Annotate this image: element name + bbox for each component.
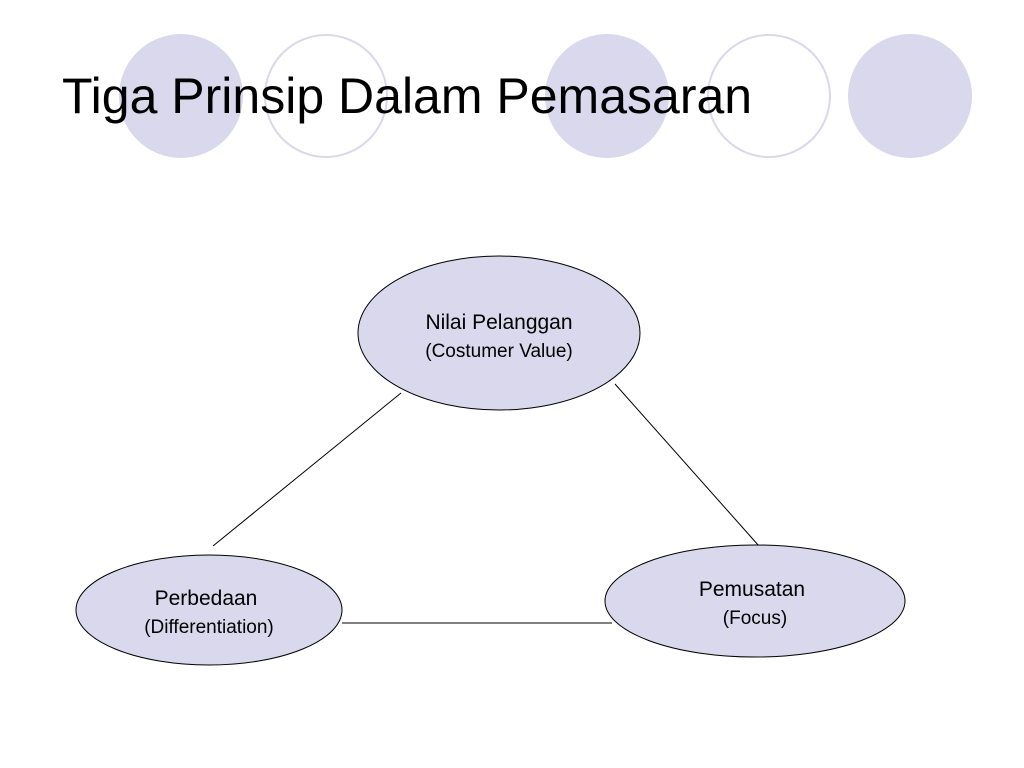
decorative-circle-filled-1 — [119, 34, 243, 158]
decorative-circle-outline-1 — [264, 34, 388, 158]
decorative-circle-outline-2 — [707, 34, 831, 158]
node-focus: Pemusatan (Focus) — [604, 544, 906, 658]
node-differentiation-shape — [75, 554, 343, 666]
connector-top-left — [212, 392, 402, 547]
node-customer-value-sublabel: (Costumer Value) — [425, 341, 572, 362]
node-customer-value-shape — [357, 255, 641, 411]
slide-title: Tiga Prinsip Dalam Pemasaran — [62, 68, 753, 124]
decorative-circle-filled-3 — [848, 34, 972, 158]
node-focus-label: Pemusatan — [699, 578, 805, 601]
node-differentiation: Perbedaan (Differentiation) — [75, 554, 343, 666]
node-customer-value-label: Nilai Pelanggan — [425, 311, 572, 334]
node-focus-shape — [604, 544, 906, 658]
decorative-circle-filled-2 — [545, 34, 669, 158]
node-differentiation-sublabel: (Differentiation) — [144, 617, 274, 638]
connector-top-right — [614, 383, 760, 547]
node-differentiation-label: Perbedaan — [155, 587, 258, 610]
node-focus-sublabel: (Focus) — [723, 608, 787, 629]
node-customer-value: Nilai Pelanggan (Costumer Value) — [357, 255, 641, 411]
